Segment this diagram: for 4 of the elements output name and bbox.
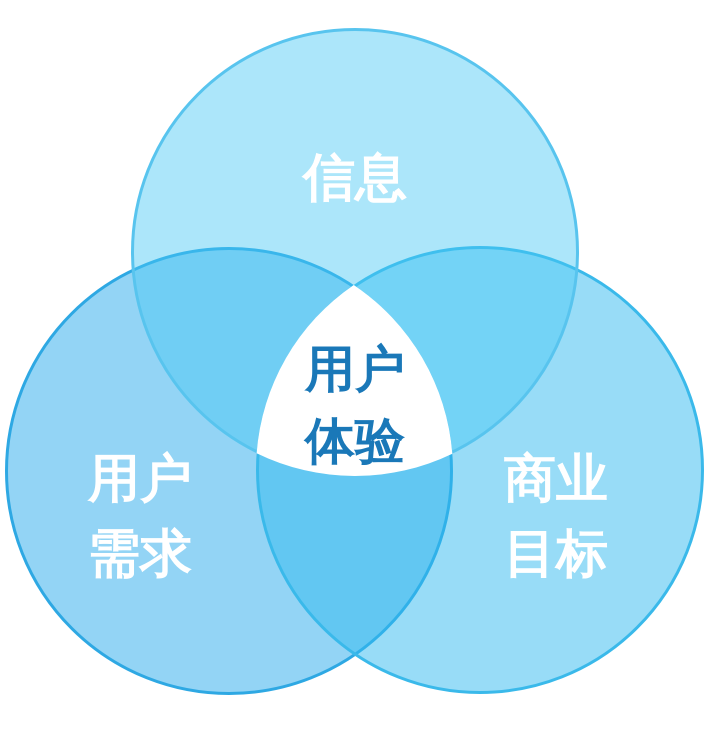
circle-label: 用户需求	[86, 448, 193, 586]
center-label: 用户体验	[302, 338, 406, 472]
circle-label: 信息	[300, 146, 408, 210]
circle-label: 商业目标	[503, 448, 609, 586]
